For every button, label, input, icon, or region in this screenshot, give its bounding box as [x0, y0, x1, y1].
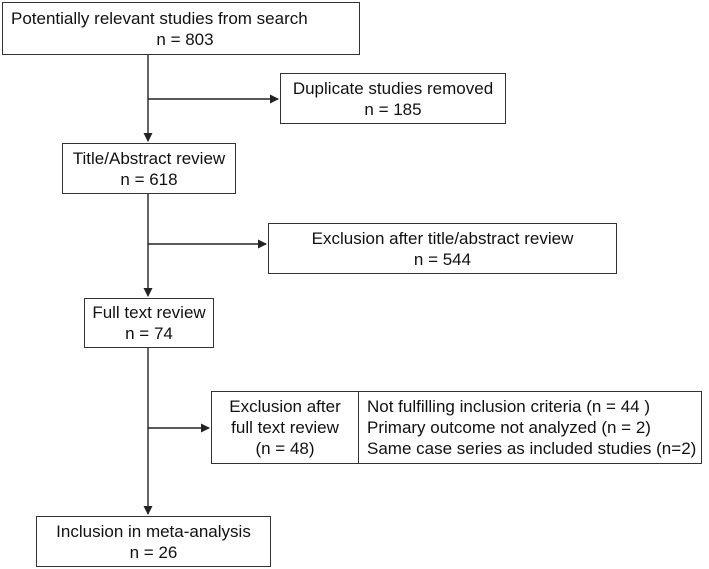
- included-count: n = 26: [129, 542, 178, 562]
- exclusion-reason: Same case series as included studies (n=…: [367, 439, 697, 458]
- identified-label: Potentially relevant studies from search: [11, 8, 308, 28]
- identified-box: Potentially relevant studies from search…: [2, 2, 360, 55]
- excluded-screening-box: Exclusion after title/abstract review n …: [268, 223, 617, 274]
- excluded-screening-count: n = 544: [413, 249, 472, 269]
- screening-box: Title/Abstract review n = 618: [62, 143, 236, 194]
- excluded-screening-label: Exclusion after title/abstract review: [311, 228, 574, 248]
- excluded-full-text-label-2: full text review: [231, 418, 339, 437]
- full-text-count: n = 74: [125, 324, 173, 343]
- full-text-box: Full text review n = 74: [84, 298, 214, 348]
- duplicates-box: Duplicate studies removed n = 185: [280, 73, 506, 124]
- included-box: Inclusion in meta-analysis n = 26: [36, 516, 271, 567]
- excluded-full-text-summary: Exclusion after full text review (n = 48…: [212, 392, 359, 463]
- excluded-full-text-label-1: Exclusion after: [229, 397, 341, 416]
- full-text-label: Full text review: [92, 303, 206, 322]
- screening-count: n = 618: [120, 169, 178, 189]
- excluded-full-text-box: Exclusion after full text review (n = 48…: [211, 391, 702, 464]
- screening-label: Title/Abstract review: [72, 148, 226, 168]
- identified-count: n = 803: [156, 29, 214, 49]
- exclusion-reasons-list: Not fulfilling inclusion criteria (n = 4…: [359, 392, 701, 463]
- included-label: Inclusion in meta-analysis: [56, 521, 251, 541]
- duplicates-count: n = 185: [364, 99, 422, 119]
- exclusion-reason: Primary outcome not analyzed (n = 2): [367, 418, 651, 437]
- excluded-full-text-count: (n = 48): [255, 439, 315, 458]
- exclusion-reason: Not fulfilling inclusion criteria (n = 4…: [367, 397, 650, 416]
- duplicates-label: Duplicate studies removed: [292, 78, 494, 98]
